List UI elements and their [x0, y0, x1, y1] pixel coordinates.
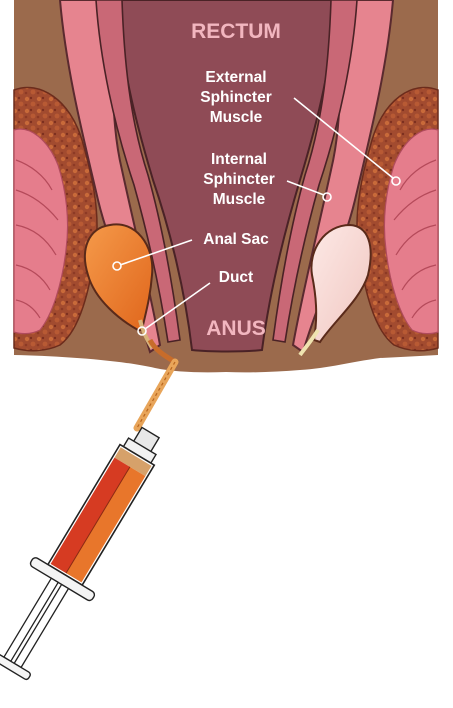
external-sphincter-label-line-3: Muscle: [210, 109, 263, 126]
duct-label: Duct: [219, 269, 253, 286]
external-sphincter-label-line-1: External: [205, 69, 266, 86]
syringe-icon: [0, 414, 181, 688]
internal-sphincter-label-line-1: Internal: [211, 151, 267, 168]
external-sphincter-label-line-2: Sphincter: [200, 89, 271, 106]
anus-label: ANUS: [206, 317, 266, 340]
rectum-label: RECTUM: [191, 20, 281, 43]
internal-sphincter-label-line-3: Muscle: [213, 191, 266, 208]
anal-sac-label: Anal Sac: [203, 231, 269, 248]
internal-sphincter-label-line-2: Sphincter: [203, 171, 274, 188]
